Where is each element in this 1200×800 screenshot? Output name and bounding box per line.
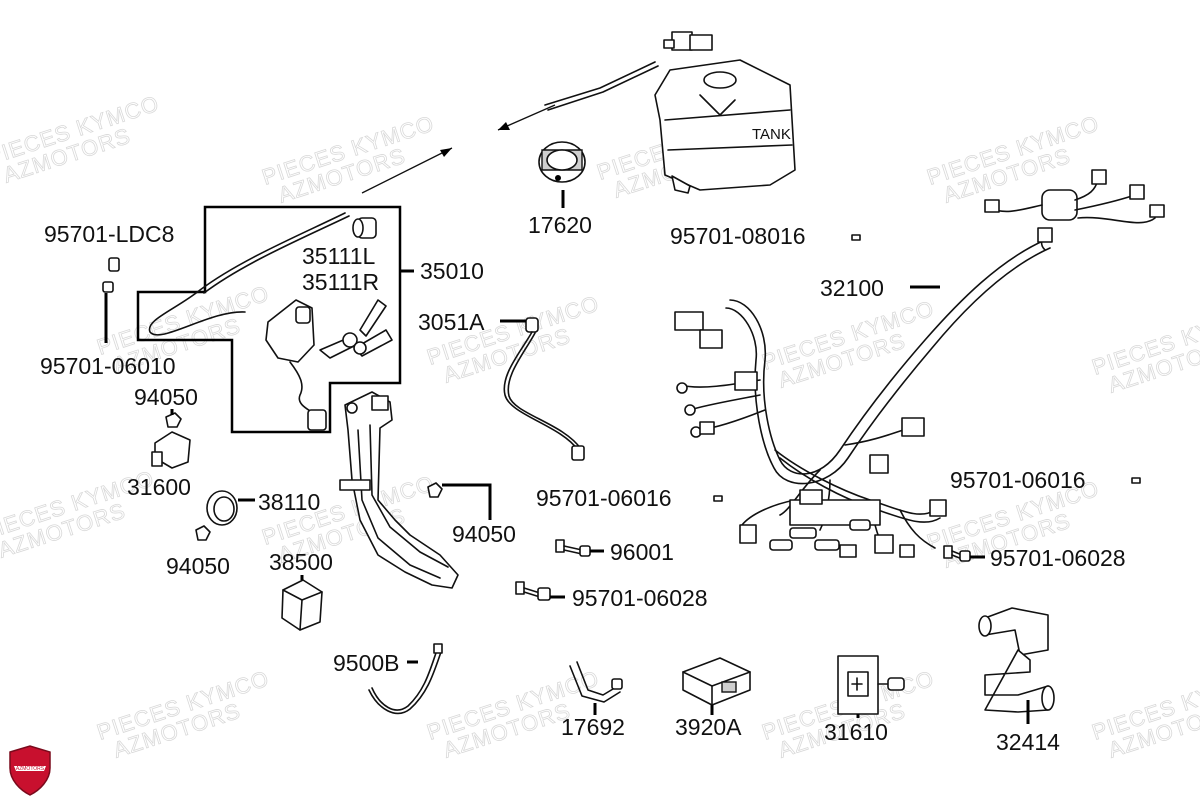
label-94050-b: 94050 — [166, 553, 230, 579]
label-94050-a: 94050 — [134, 384, 198, 410]
fuel-sender-unit — [538, 141, 586, 183]
regulator-38500 — [281, 579, 323, 631]
seat-cable-upper — [544, 61, 656, 106]
cdi-3920A — [682, 657, 751, 706]
label-9500B: 9500B — [333, 650, 400, 676]
fuel-tank — [654, 31, 796, 194]
key-set-box — [136, 205, 402, 434]
screw-95701-06016-b — [1131, 477, 1141, 484]
bolt-95701-06028-a — [515, 581, 551, 601]
intake-hose-32414 — [978, 607, 1055, 713]
key-set-group — [136, 205, 402, 434]
ignition-coil-31610 — [837, 655, 905, 715]
battery-cable — [503, 317, 585, 461]
label-38500: 38500 — [269, 549, 333, 575]
label-95701-LDC8: 95701-LDC8 — [44, 221, 174, 247]
label-3051A: 3051A — [418, 309, 485, 335]
label-95701-06010: 95701-06010 — [40, 353, 176, 379]
logo-text: AZMOTORS — [16, 766, 45, 772]
fuel-unit-top — [663, 31, 713, 51]
seat-lock-cylinder — [352, 217, 377, 239]
seat-lock-cable — [148, 212, 346, 336]
label-95701-06016-b: 95701-06016 — [950, 467, 1086, 493]
label-95701-08016: 95701-08016 — [670, 223, 806, 249]
label-31610: 31610 — [824, 719, 888, 745]
label-32100: 32100 — [820, 275, 884, 301]
direction-arrow-1 — [361, 147, 453, 194]
cable-9500B — [368, 643, 443, 715]
cap-38110 — [206, 490, 238, 526]
azmotors-logo: AZMOTORS — [9, 745, 51, 796]
label-31600: 31600 — [127, 474, 191, 500]
nut-94050-b — [195, 525, 211, 541]
bolt-96001 — [555, 539, 591, 557]
mounting-bracket — [339, 391, 459, 589]
lead-94050-c — [442, 483, 492, 520]
bolt-95701-06010 — [102, 281, 114, 293]
screw-95701-06016-a — [713, 495, 723, 502]
screw-95701-08016 — [851, 234, 861, 241]
label-3920A: 3920A — [675, 714, 742, 740]
tank-label: TANK — [752, 126, 791, 143]
label-35010: 35010 — [420, 258, 484, 284]
label-35111R: 35111R — [302, 269, 379, 295]
label-17692: 17692 — [561, 714, 625, 740]
label-95701-06028-b: 95701-06028 — [990, 545, 1126, 571]
bolt-95701-LDC8 — [108, 257, 120, 272]
keys-icon — [319, 299, 393, 359]
hose-17692 — [569, 661, 623, 703]
label-38110: 38110 — [258, 489, 320, 515]
nut-94050-c — [427, 482, 443, 498]
wire-harness — [674, 169, 1165, 558]
label-32414: 32414 — [996, 729, 1060, 755]
label-17620: 17620 — [528, 212, 592, 238]
relay-31600 — [151, 431, 191, 469]
label-35111L: 35111L — [302, 243, 376, 269]
label-95701-06028-a: 95701-06028 — [572, 585, 708, 611]
nut-94050-a — [165, 412, 182, 428]
label-95701-06016-a: 95701-06016 — [536, 485, 672, 511]
label-94050-c: 94050 — [452, 521, 516, 547]
ignition-switch — [265, 299, 327, 431]
label-96001: 96001 — [610, 539, 674, 565]
